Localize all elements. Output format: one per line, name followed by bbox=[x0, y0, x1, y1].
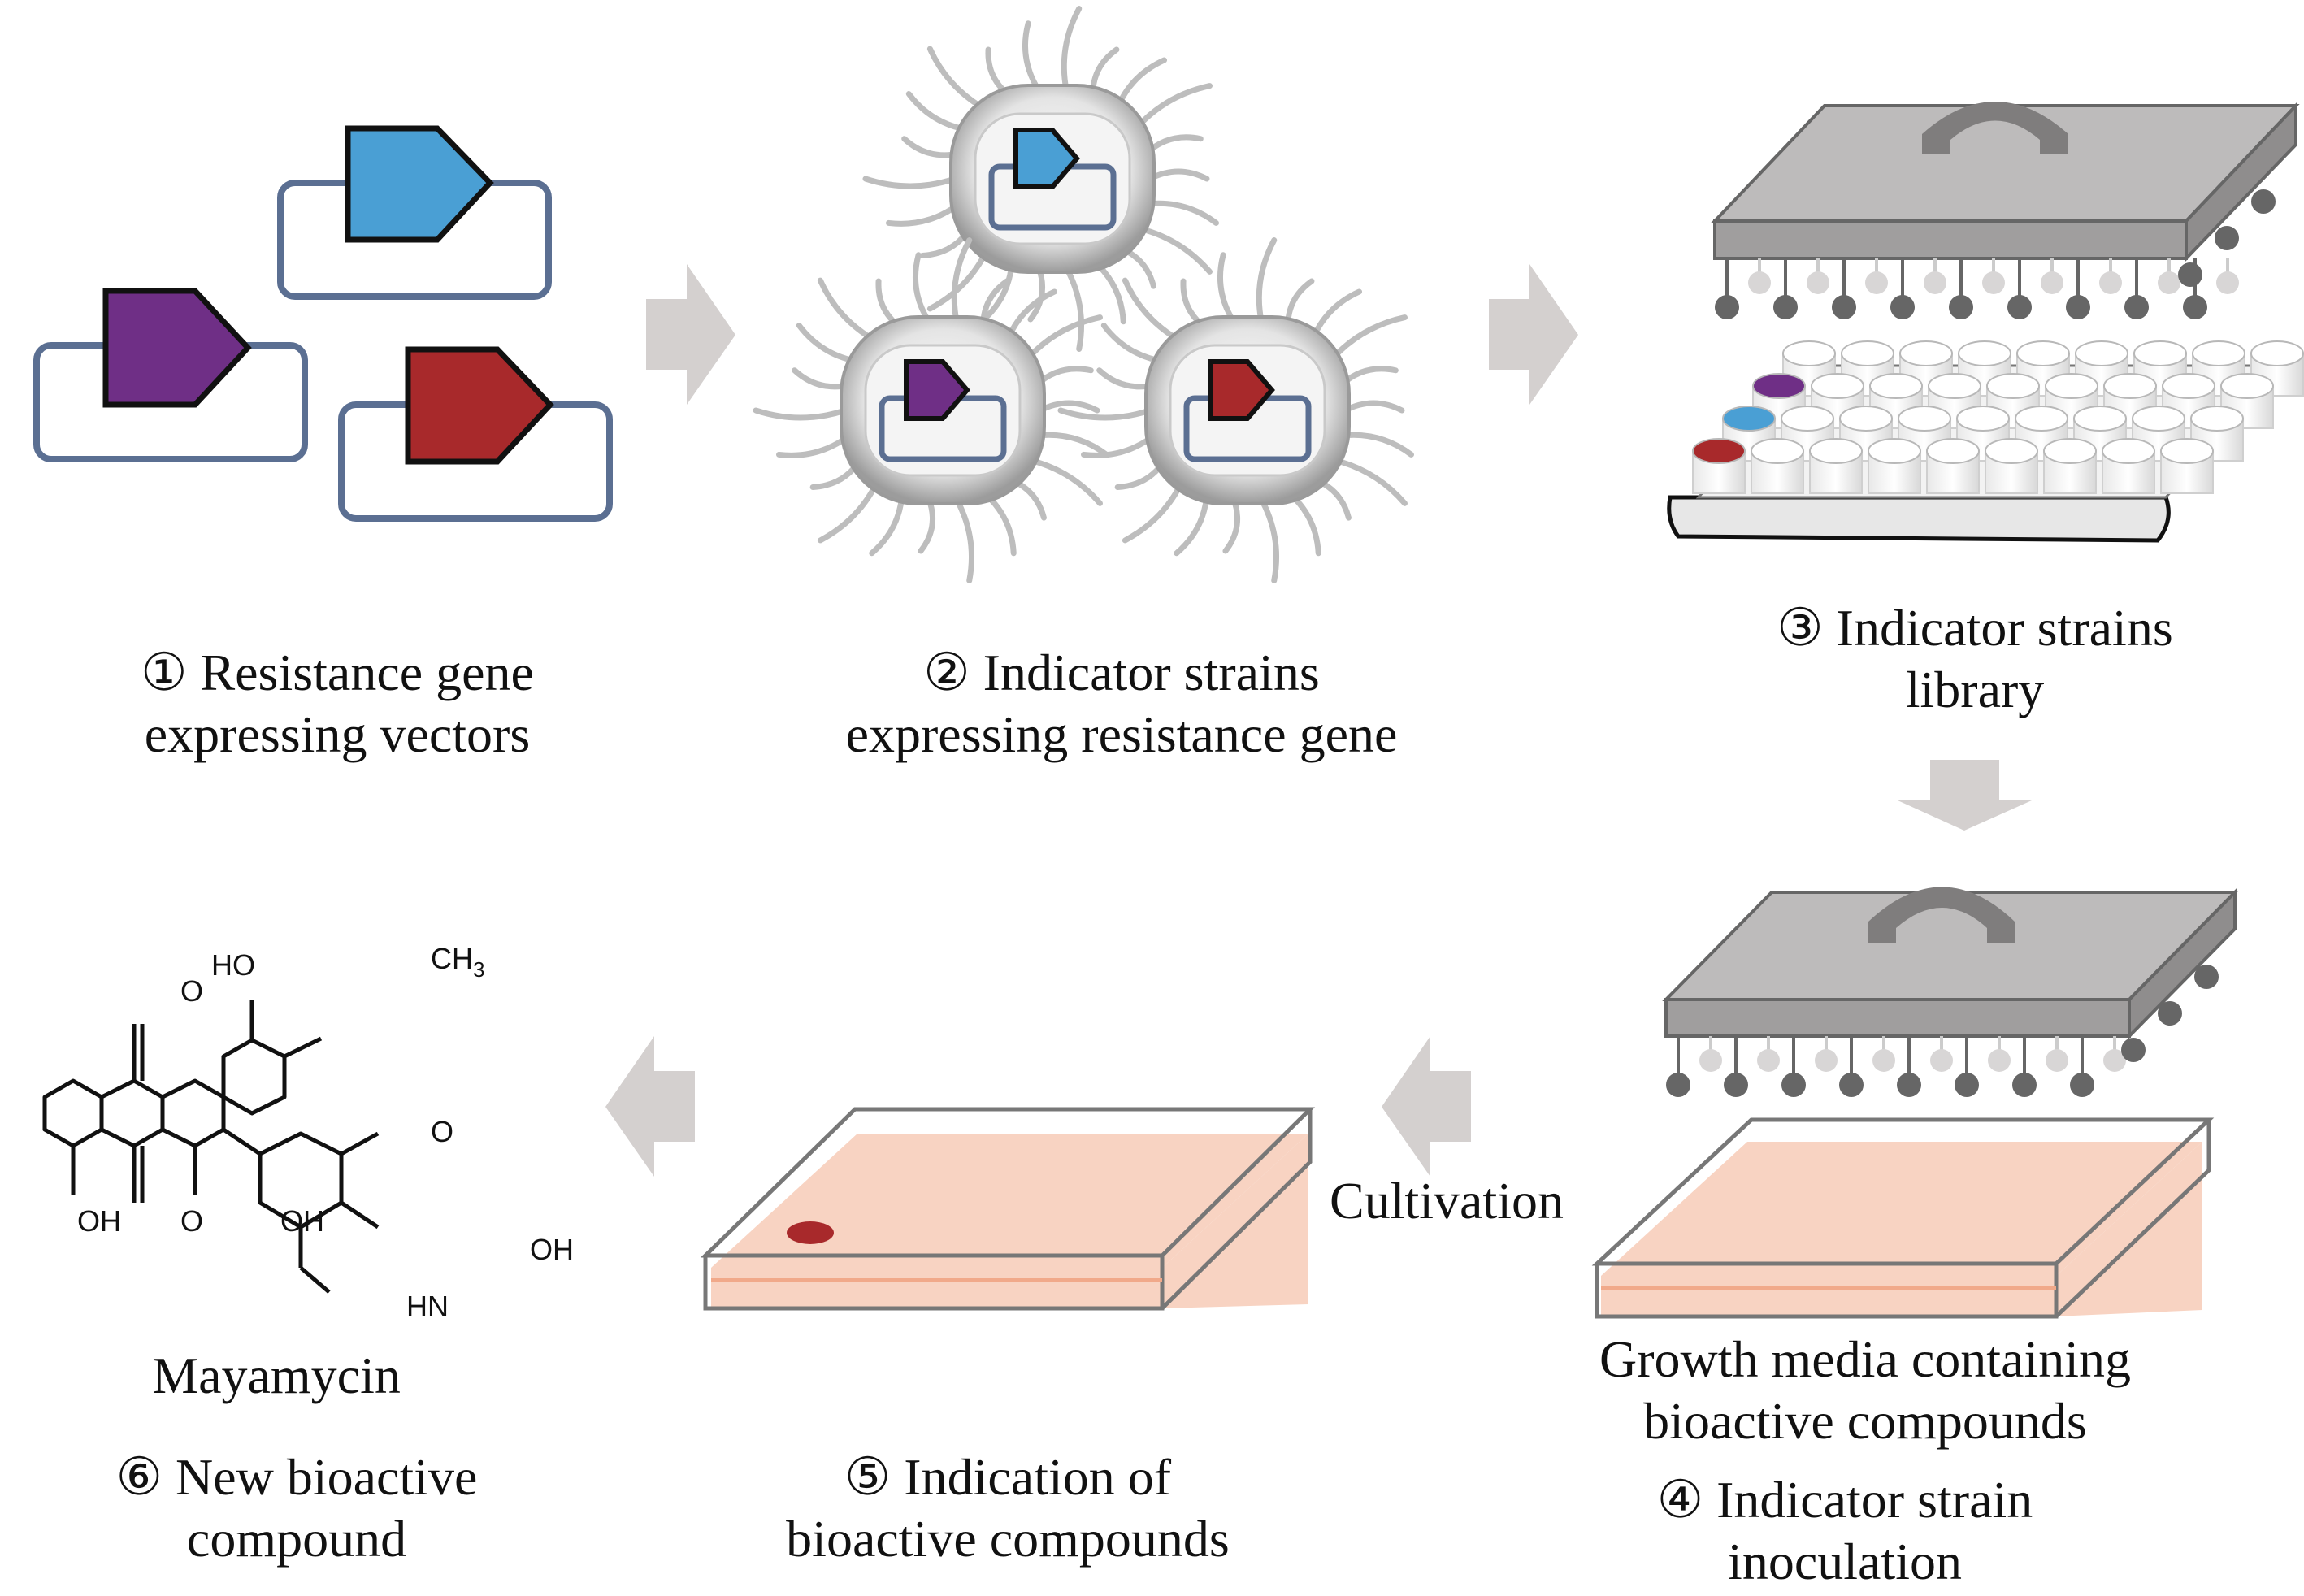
media-line2: bioactive compounds bbox=[1643, 1392, 2087, 1450]
atom-ring-o: O bbox=[431, 1115, 453, 1148]
step-6-marker: ⑥ bbox=[115, 1448, 163, 1506]
arrow-down-icon bbox=[1898, 760, 2032, 831]
replicator-top bbox=[1711, 101, 2300, 319]
atom-o-top: O bbox=[180, 974, 203, 1008]
step-4-label: ④ Indicator strain inoculation bbox=[1593, 1469, 2097, 1593]
cell-red bbox=[1057, 237, 1414, 583]
cell-blue bbox=[862, 6, 1219, 352]
step-3-marker: ③ bbox=[1777, 599, 1824, 657]
step-2-line1: ② Indicator strains bbox=[805, 642, 1438, 704]
arrow-right-icon bbox=[1489, 264, 1578, 405]
step-6-line1: ⑥ New bioactive bbox=[69, 1446, 524, 1508]
vector-group bbox=[33, 125, 613, 522]
handle-icon bbox=[1922, 102, 2068, 154]
pin-row bbox=[1715, 189, 2276, 319]
step-4-line2: inoculation bbox=[1728, 1533, 1962, 1590]
atom-ho-top: HO bbox=[211, 948, 255, 982]
cell-purple bbox=[753, 237, 1109, 583]
media-line1: Growth media containing bbox=[1599, 1330, 2132, 1388]
atom-hn: HN bbox=[406, 1290, 449, 1323]
step-3-line2: library bbox=[1905, 661, 2045, 718]
step-1-label: ① Resistance gene expressing vectors bbox=[93, 642, 581, 765]
step-6-label: ⑥ New bioactive compound bbox=[69, 1446, 524, 1570]
step-4-line1: ④ Indicator strain bbox=[1593, 1469, 2097, 1531]
vector-red bbox=[338, 346, 613, 522]
atom-o-bottom: O bbox=[180, 1204, 203, 1238]
atom-ch3: CH3 bbox=[431, 942, 484, 982]
vector-purple bbox=[33, 288, 308, 462]
step-4-title: Indicator strain bbox=[1716, 1471, 2033, 1529]
arrow-left-icon bbox=[1382, 1036, 1471, 1177]
step-3-label: ③ Indicator strains library bbox=[1723, 597, 2227, 721]
step-5-line1: ⑤ Indication of bbox=[731, 1446, 1284, 1508]
medium-plate bbox=[1591, 1117, 2215, 1319]
purple-gene-icon bbox=[102, 288, 252, 408]
step-2-label: ② Indicator strains expressing resistanc… bbox=[805, 642, 1438, 765]
well-plate bbox=[1667, 340, 2304, 543]
step-5-marker: ⑤ bbox=[844, 1448, 892, 1506]
step-5-title: Indication of bbox=[904, 1448, 1172, 1506]
atom-oh-left: OH bbox=[77, 1204, 121, 1238]
step-2-marker: ② bbox=[923, 644, 970, 701]
step-1-marker: ① bbox=[141, 644, 188, 701]
vector-blue bbox=[277, 125, 552, 300]
result-plate bbox=[700, 1107, 1316, 1311]
mayamycin-structure bbox=[42, 1000, 380, 1294]
gene-icon bbox=[1208, 359, 1275, 421]
red-gene-icon bbox=[405, 346, 554, 465]
step-5-label: ⑤ Indication of bioactive compounds bbox=[731, 1446, 1284, 1570]
step-1-line2: expressing vectors bbox=[144, 705, 531, 763]
step-3-line1: ③ Indicator strains bbox=[1723, 597, 2227, 659]
step-1-title: Resistance gene bbox=[200, 644, 534, 701]
gene-icon bbox=[904, 359, 970, 421]
colony-spot bbox=[787, 1221, 834, 1244]
step-6-line2: compound bbox=[186, 1510, 407, 1568]
step-2-line2: expressing resistance gene bbox=[845, 705, 1398, 763]
indicator-cells bbox=[753, 6, 1414, 583]
media-label: Growth media containing bioactive compou… bbox=[1544, 1329, 2186, 1452]
step-4-marker: ④ bbox=[1656, 1471, 1704, 1529]
step-5-line2: bioactive compounds bbox=[786, 1510, 1230, 1568]
step-6-title: New bioactive bbox=[175, 1448, 478, 1506]
compound-name: Mayamycin bbox=[152, 1347, 401, 1404]
arrow-right-icon bbox=[646, 264, 735, 405]
step-3-title: Indicator strains bbox=[1836, 599, 2173, 657]
gene-icon bbox=[1013, 128, 1080, 189]
atom-oh-mid: OH bbox=[280, 1204, 324, 1238]
handle-icon bbox=[1868, 887, 2015, 943]
replicator-bottom bbox=[1662, 887, 2239, 1097]
cultivation-label: Cultivation bbox=[1330, 1172, 1564, 1230]
arrow-left-icon bbox=[605, 1036, 695, 1177]
pin-row bbox=[1666, 965, 2219, 1097]
atom-oh-sugar: OH bbox=[530, 1233, 574, 1266]
step-2-title: Indicator strains bbox=[983, 644, 1320, 701]
step-1-line1: ① Resistance gene bbox=[93, 642, 581, 704]
blue-gene-icon bbox=[345, 125, 494, 243]
